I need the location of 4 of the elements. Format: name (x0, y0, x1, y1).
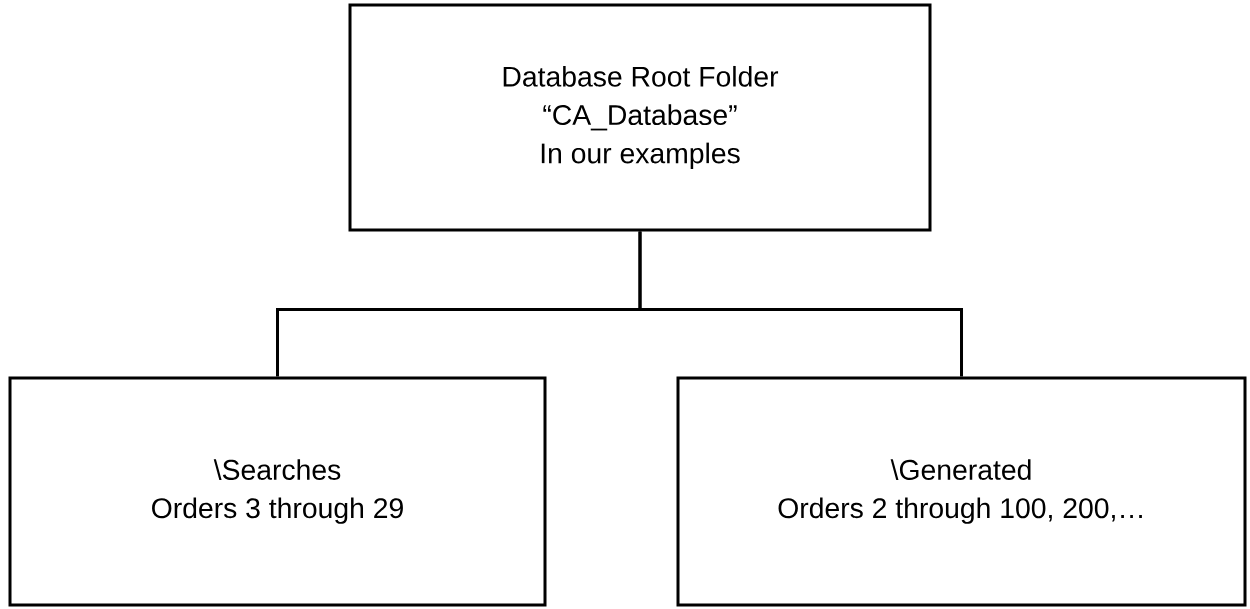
folder-box: Database Root Folder “CA_Database” In our examples (348, 3, 932, 232)
folder-box: \Generated Orders 2 through 100, 200,… (676, 376, 1247, 607)
connector-line (638, 231, 963, 377)
folder-box: \Searches Orders 3 through 29 (8, 376, 547, 607)
